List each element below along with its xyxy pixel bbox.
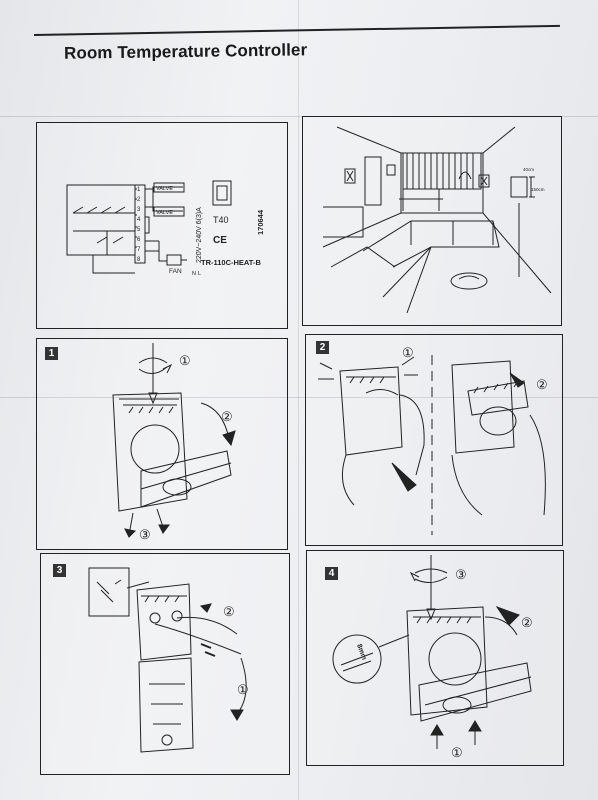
page-title: Room Temperature Controller xyxy=(63,40,308,63)
callout-number: ① xyxy=(237,682,249,697)
fold-line xyxy=(298,0,299,800)
step-number: 2 xyxy=(316,341,329,354)
callout-number: ③ xyxy=(455,567,467,582)
step-4-illustration: ③ ② ① 8mm xyxy=(332,555,533,760)
terminal-label: 2 xyxy=(137,197,141,203)
callout-number: ③ xyxy=(139,527,151,542)
room-illustration: 40cm 150cm xyxy=(322,126,552,314)
fan-label: FAN xyxy=(169,268,182,275)
wiring-panel: 1 2 3 4 5 6 7 8 VALVE VALVE FAN N L 220V… xyxy=(36,122,288,329)
terminal-label: 7 xyxy=(137,247,141,253)
code-label: 170644 xyxy=(256,209,265,235)
valve-label: VALVE xyxy=(156,210,173,216)
step-4-panel: 4 ③ ② xyxy=(306,550,564,766)
callout-number: ① xyxy=(179,353,191,368)
terminal-label: 1 xyxy=(137,187,141,193)
step-number: 4 xyxy=(325,567,338,580)
step-1-illustration: ① ② ③ xyxy=(112,343,236,542)
ce-mark: CE xyxy=(213,235,227,246)
callout-number: ① xyxy=(451,745,463,760)
terminal-label: 6 xyxy=(137,237,141,243)
step-number: 1 xyxy=(45,347,58,360)
callout-number: ② xyxy=(223,604,235,619)
rating-label: 220V~240V 6(3)A xyxy=(196,207,203,263)
step-3-illustration: ② ① xyxy=(88,567,249,753)
callout-number: ② xyxy=(536,377,548,392)
temp-class-label: T40 xyxy=(213,215,229,225)
step-2-illustration: ① ② xyxy=(318,345,548,535)
callout-number: ① xyxy=(402,345,414,360)
callout-number: ② xyxy=(521,615,533,630)
screw-size-label: 8mm xyxy=(355,643,367,661)
terminal-label: 4 xyxy=(137,217,141,223)
height-label: 40cm xyxy=(523,167,534,172)
live-label: L xyxy=(198,271,201,277)
terminal-label: 5 xyxy=(137,227,141,233)
fold-line xyxy=(0,116,598,117)
step-3-panel: 3 ② ① xyxy=(40,553,290,775)
terminal-label: 8 xyxy=(137,257,141,263)
callout-number: ② xyxy=(221,409,233,424)
height-label: 150cm xyxy=(531,187,545,192)
wiring-diagram: 1 2 3 4 5 6 7 8 VALVE VALVE FAN N L 220V… xyxy=(66,180,265,277)
valve-label: VALVE xyxy=(156,186,173,192)
step-number: 3 xyxy=(53,564,66,577)
step-1-panel: 1 ① ② ③ xyxy=(36,338,288,550)
terminal-label: 3 xyxy=(137,207,141,213)
neutral-label: N xyxy=(192,271,196,277)
step-2-panel: 2 ① ② xyxy=(305,334,563,546)
fold-line xyxy=(0,397,598,398)
room-panel: 40cm 150cm xyxy=(302,116,562,326)
header-rule xyxy=(33,24,560,36)
model-label: TR-110C-HEAT-B xyxy=(201,258,261,267)
